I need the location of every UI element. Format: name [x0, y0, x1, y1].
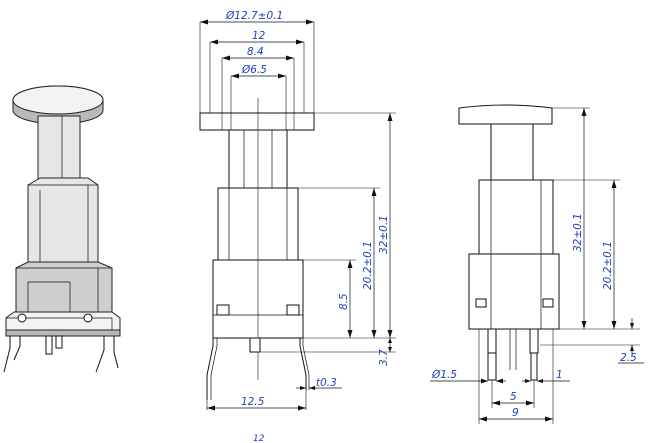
- dim-side-lead-below: 2.5: [620, 352, 637, 364]
- front-view: [199, 98, 315, 400]
- front-view-dimensions: Ø12.7±0.1 12 8.4 Ø6.5 32±0.1: [199, 10, 396, 411]
- dim-pin-diameter: Ø1.5: [431, 369, 457, 381]
- dim-overall-diameter: Ø12.7±0.1: [225, 10, 283, 22]
- side-view-dimensions: 32±0.1 20.2±0.1 2.5 Ø1.5 1 5: [430, 107, 644, 424]
- dim-side-height-body: 20.2±0.1: [602, 241, 614, 290]
- dim-side-height-total: 32±0.1: [572, 213, 584, 252]
- dim-lead-below: 3.7: [378, 349, 390, 366]
- side-view: [458, 104, 560, 381]
- dim-shaft-diameter: Ø6.5: [241, 64, 267, 76]
- dim-height-total: 32±0.1: [378, 215, 390, 254]
- dim-height-body: 20.2±0.1: [362, 241, 374, 290]
- dim-width-8-4: 8.4: [247, 46, 264, 58]
- isometric-view: [3, 85, 121, 373]
- dim-width-12: 12: [252, 30, 266, 42]
- dim-lead-thickness: t0.3: [316, 377, 337, 389]
- dim-pin-width: 1: [556, 369, 563, 381]
- dim-pin-span: 9: [512, 407, 519, 419]
- dim-lead-span: 12.5: [241, 396, 265, 408]
- cut-off-dimension-label: 12: [253, 434, 265, 443]
- dim-pin-pitch: 5: [510, 391, 517, 403]
- dim-height-base: 8.5: [338, 293, 350, 310]
